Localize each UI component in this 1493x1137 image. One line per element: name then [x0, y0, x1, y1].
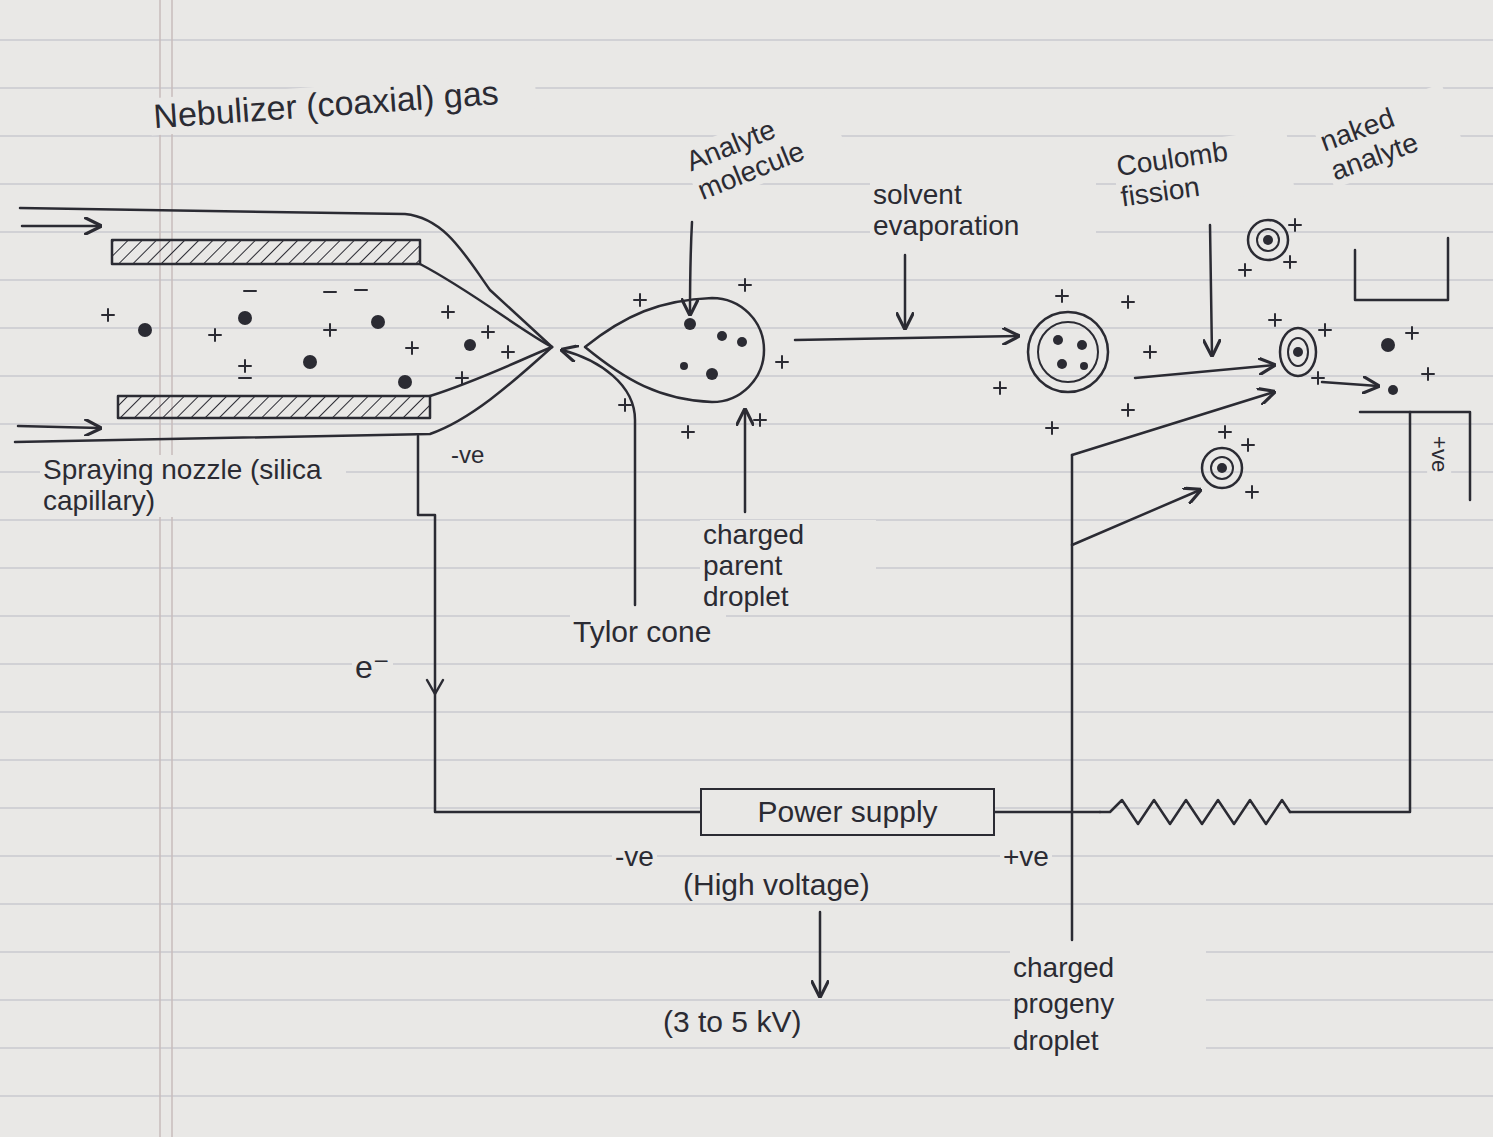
step-label: Coulomb fission [1112, 128, 1295, 213]
part-label: charged progeny droplet [1010, 950, 1206, 1059]
part-label: Analyte molecule [679, 92, 847, 208]
analyte-dots [138, 311, 476, 389]
leader-line [562, 350, 635, 605]
gas-label: Nebulizer (coaxial) gas [149, 72, 537, 136]
part-label: naked analyte [1314, 84, 1463, 188]
electron-label: e⁻ [352, 650, 393, 685]
power-supply-box: Power supply [700, 788, 995, 836]
analyte-dots [1053, 335, 1088, 370]
wires [418, 436, 1100, 812]
flow-arrow [1072, 490, 1200, 545]
wire [1290, 412, 1410, 812]
progeny-droplet [1257, 229, 1279, 251]
polarity-label: -ve [612, 842, 657, 873]
shrunk-droplet [1038, 322, 1098, 382]
flow-arrow [795, 336, 1018, 340]
wire [995, 811, 1100, 814]
leader-line [1071, 455, 1074, 940]
progeny-droplet [1248, 220, 1288, 260]
taylor-cone [420, 264, 552, 347]
leader-line [904, 255, 907, 328]
naked-analyte-dots [1381, 338, 1398, 395]
leader-line [819, 912, 822, 996]
nebulizer-sheath [15, 347, 552, 442]
part-label: Spraying nozzle (silica capillary) [40, 455, 346, 517]
parent-droplet [585, 298, 764, 402]
progeny-droplet [1202, 448, 1242, 488]
flow-arrow [1135, 365, 1274, 378]
resistor-symbol [1100, 800, 1290, 824]
polarity-label: +ve [1000, 842, 1052, 873]
charge-signs [1406, 327, 1434, 380]
gas-flow-arrow [18, 426, 100, 428]
taylor-cone [430, 347, 552, 396]
charge-signs [102, 290, 514, 384]
analyte-dots [680, 318, 747, 380]
value-label: (3 to 5 kV) [660, 1005, 804, 1038]
bracket [1355, 238, 1448, 300]
gas-flow-arrow [22, 225, 100, 228]
part-label: charged parent droplet [700, 520, 876, 612]
step-label: solvent evaporation [870, 180, 1096, 242]
polarity-label: +ve [1427, 433, 1451, 475]
nebulizer-sheath [20, 208, 552, 347]
ruled-lines [0, 40, 1493, 1096]
leader-line [690, 222, 692, 314]
charge-signs [1219, 219, 1331, 498]
flow-arrow [1322, 382, 1378, 386]
charge-signs [994, 290, 1156, 434]
leader-line [744, 410, 747, 512]
leader-line [1210, 225, 1212, 355]
margin-line [160, 0, 172, 1137]
progeny-droplet [1288, 338, 1308, 366]
progeny-droplet [1280, 328, 1316, 376]
box-label: Power supply [757, 794, 937, 830]
charge-signs [619, 279, 788, 438]
note-label: (High voltage) [680, 868, 873, 901]
progeny-droplet [1211, 457, 1233, 479]
shrunk-droplet [1028, 312, 1108, 392]
counter-electrode [1360, 412, 1470, 500]
capillary-wall [118, 396, 430, 418]
analyte-dots [1217, 235, 1303, 473]
capillary-wall [112, 240, 420, 264]
polarity-label: -ve [448, 442, 487, 468]
part-label: Tylor cone [570, 615, 726, 648]
